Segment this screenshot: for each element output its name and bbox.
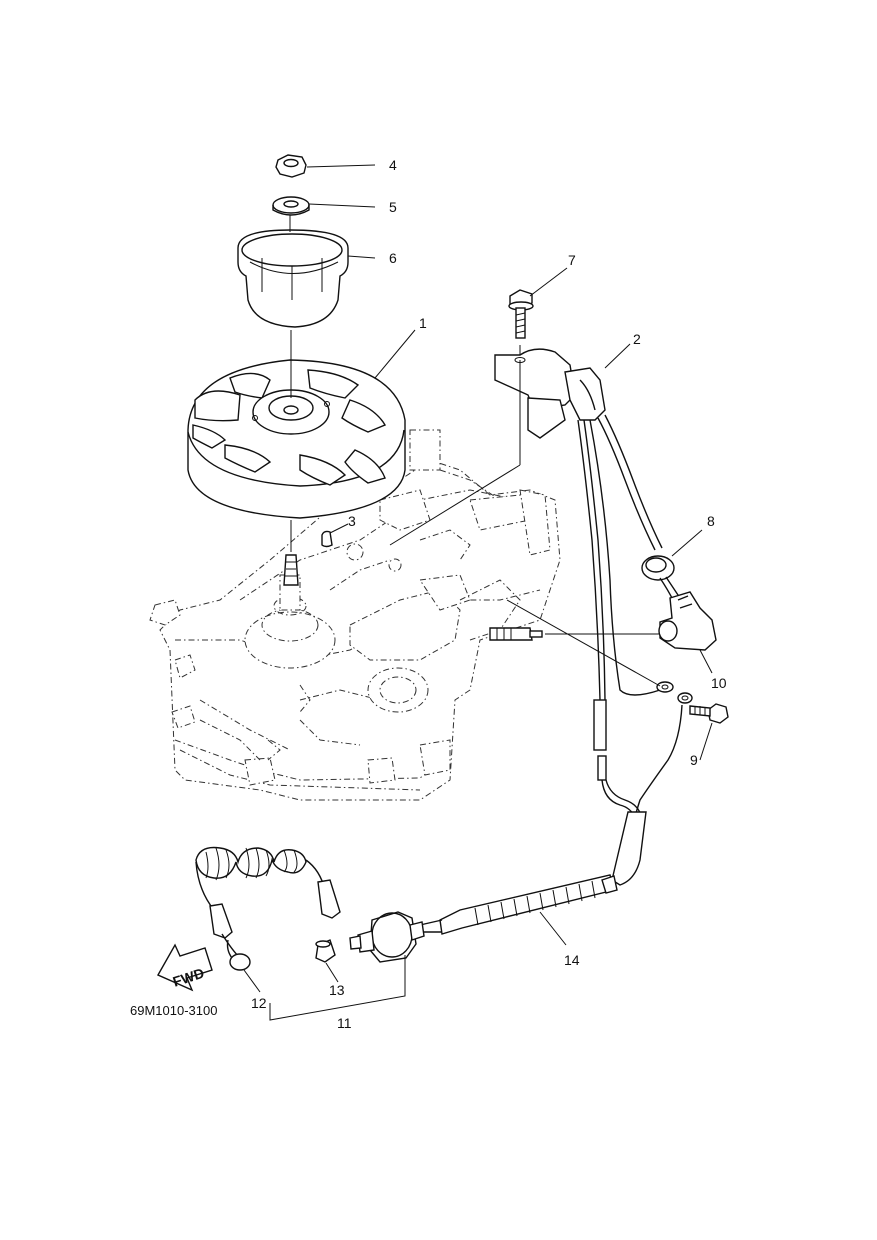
part-label-1: 1: [419, 315, 427, 331]
coil-bolt-drawing: [508, 289, 534, 360]
ignition-coil-drawing: [494, 348, 606, 439]
part-label-5: 5: [389, 199, 397, 215]
grommet-drawing: [641, 555, 681, 601]
drawing-code: 69M1010-3100: [130, 1003, 217, 1018]
part-label-6: 6: [389, 250, 397, 266]
switch-cap-drawing: [315, 939, 336, 963]
part-labels: 1 2 3 4 5 6 7 8 9 10 11 12 13 14: [251, 157, 727, 1031]
part-label-10: 10: [711, 675, 727, 691]
part-label-7: 7: [568, 252, 576, 268]
engine-block-phantom: [149, 429, 561, 801]
part-label-12: 12: [251, 995, 267, 1011]
part-label-8: 8: [707, 513, 715, 529]
woodruff-key-drawing: [321, 530, 333, 548]
part-label-14: 14: [564, 952, 580, 968]
part-label-3: 3: [348, 513, 356, 529]
stop-switch-lead-drawing: [419, 874, 618, 935]
part-label-13: 13: [329, 982, 345, 998]
washer-drawing: [272, 196, 310, 216]
part-label-4: 4: [389, 157, 397, 173]
flywheel-drawing: [187, 330, 406, 519]
starter-pulley-drawing: [237, 215, 349, 328]
engine-stop-switch-drawing: [349, 911, 425, 963]
part-label-9: 9: [690, 752, 698, 768]
part-label-11: 11: [337, 1015, 352, 1031]
ground-lead: [631, 692, 693, 831]
ground-bolt-drawing: [689, 703, 729, 724]
spark-plug-cap-drawing: [658, 591, 717, 651]
nut-drawing: [275, 154, 307, 178]
lanyard-drawing: [195, 846, 341, 971]
lead-connectors: [593, 699, 647, 886]
leader-lines: [243, 164, 713, 1021]
part-label-2: 2: [633, 331, 641, 347]
forward-direction-arrow: FWD: [157, 943, 213, 992]
